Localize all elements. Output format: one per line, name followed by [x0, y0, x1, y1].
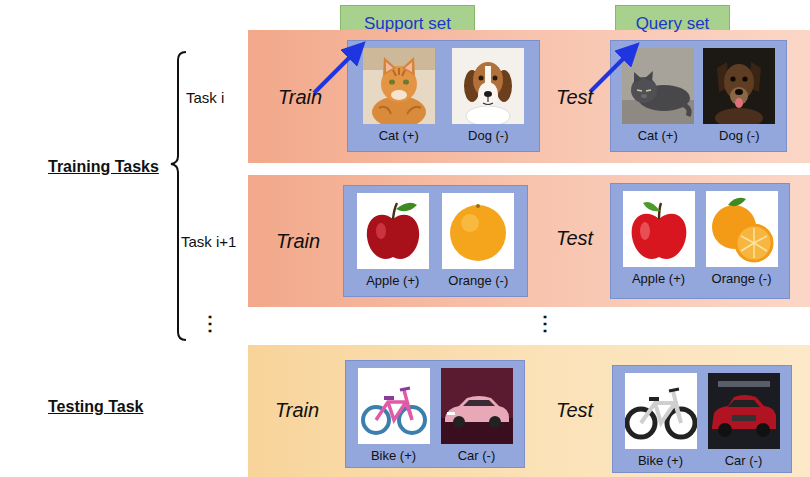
pointer-arrow: [590, 48, 634, 92]
task-label: Task i: [186, 89, 224, 106]
image-column: Orange (-): [706, 191, 778, 286]
image-column: Cat (+): [363, 48, 435, 143]
dog-photo: [703, 48, 775, 124]
car-photo: [441, 368, 513, 444]
text-holder: Train: [275, 399, 319, 422]
image-panel: Apple (+) Orange (-): [343, 185, 528, 297]
image-column: Orange (-): [442, 193, 514, 288]
image-caption: Orange (-): [448, 273, 508, 288]
image-column: Cat (+): [622, 48, 694, 143]
phase-label: Train: [276, 230, 320, 252]
image-panel: Cat (+) Dog (-): [347, 40, 540, 152]
brace-bracket: [171, 52, 186, 340]
testing-band: Train Test Bike (+) Car (-) Bike (+) Car …: [248, 345, 810, 477]
image-caption: Apple (+): [366, 273, 419, 288]
bike-photo: [358, 368, 430, 444]
group-label: Training Tasks: [48, 158, 159, 175]
bike-photo: [625, 373, 697, 449]
image-caption: Bike (+): [638, 453, 683, 468]
image-caption: Dog (-): [719, 128, 759, 143]
text-holder: Test: [556, 227, 593, 250]
image-caption: Dog (-): [468, 128, 508, 143]
image-column: Bike (+): [358, 368, 430, 463]
image-caption: Orange (-): [712, 271, 772, 286]
image-caption: Bike (+): [371, 448, 416, 463]
image-panel: Apple (+) Orange (-): [610, 183, 790, 299]
task-label: Task i+1: [181, 233, 236, 250]
task-band: Train Test Cat (+) Dog (-): [248, 30, 810, 163]
image-caption: Apple (+): [632, 271, 685, 286]
image-panel: Bike (+) Car (-): [612, 365, 792, 473]
image-panel: Bike (+) Car (-): [345, 360, 525, 468]
dog-photo: [452, 48, 524, 124]
ellipsis-mark: ⋮: [200, 312, 220, 334]
image-panel: Cat (+) Dog (-): [610, 40, 787, 152]
text-holder: Training Tasks: [48, 158, 159, 176]
image-column: Apple (+): [623, 191, 695, 286]
text-holder: Task i+1: [181, 233, 236, 251]
apple-photo: [357, 193, 429, 269]
cat-photo: [622, 48, 694, 124]
cat-photo: [363, 48, 435, 124]
car-photo: [708, 373, 780, 449]
ellipsis-mark: ⋮: [535, 312, 555, 334]
image-caption: Car (-): [458, 448, 496, 463]
task-band: Train Test Apple (+) Orange (-) Apple (+)…: [248, 175, 810, 307]
set-name: Support set: [364, 14, 451, 34]
group-label: Testing Task: [48, 398, 143, 415]
orange-photo: [442, 193, 514, 269]
image-column: Car (-): [441, 368, 513, 463]
set-name: Query set: [636, 14, 710, 34]
orange-photo: [706, 191, 778, 267]
image-caption: Cat (+): [638, 128, 678, 143]
text-holder: Task i: [186, 89, 224, 107]
text-holder: ⋮: [200, 311, 220, 335]
image-column: Bike (+): [625, 373, 697, 468]
text-holder: Testing Task: [48, 398, 143, 416]
pointer-arrow: [314, 47, 360, 93]
text-holder: Test: [556, 399, 593, 422]
apple-photo: [623, 191, 695, 267]
phase-label: Train: [278, 86, 322, 108]
text-holder: Train: [278, 86, 322, 109]
phase-label: Test: [556, 86, 593, 108]
text-holder: Train: [276, 230, 320, 253]
text-holder: Test: [556, 86, 593, 109]
phase-label: Train: [275, 399, 319, 421]
text-holder: ⋮: [535, 311, 555, 335]
phase-label: Test: [556, 399, 593, 421]
image-column: Dog (-): [452, 48, 524, 143]
image-column: Dog (-): [703, 48, 775, 143]
phase-label: Test: [556, 227, 593, 249]
image-caption: Cat (+): [379, 128, 419, 143]
image-column: Car (-): [708, 373, 780, 468]
image-caption: Car (-): [725, 453, 763, 468]
image-column: Apple (+): [357, 193, 429, 288]
